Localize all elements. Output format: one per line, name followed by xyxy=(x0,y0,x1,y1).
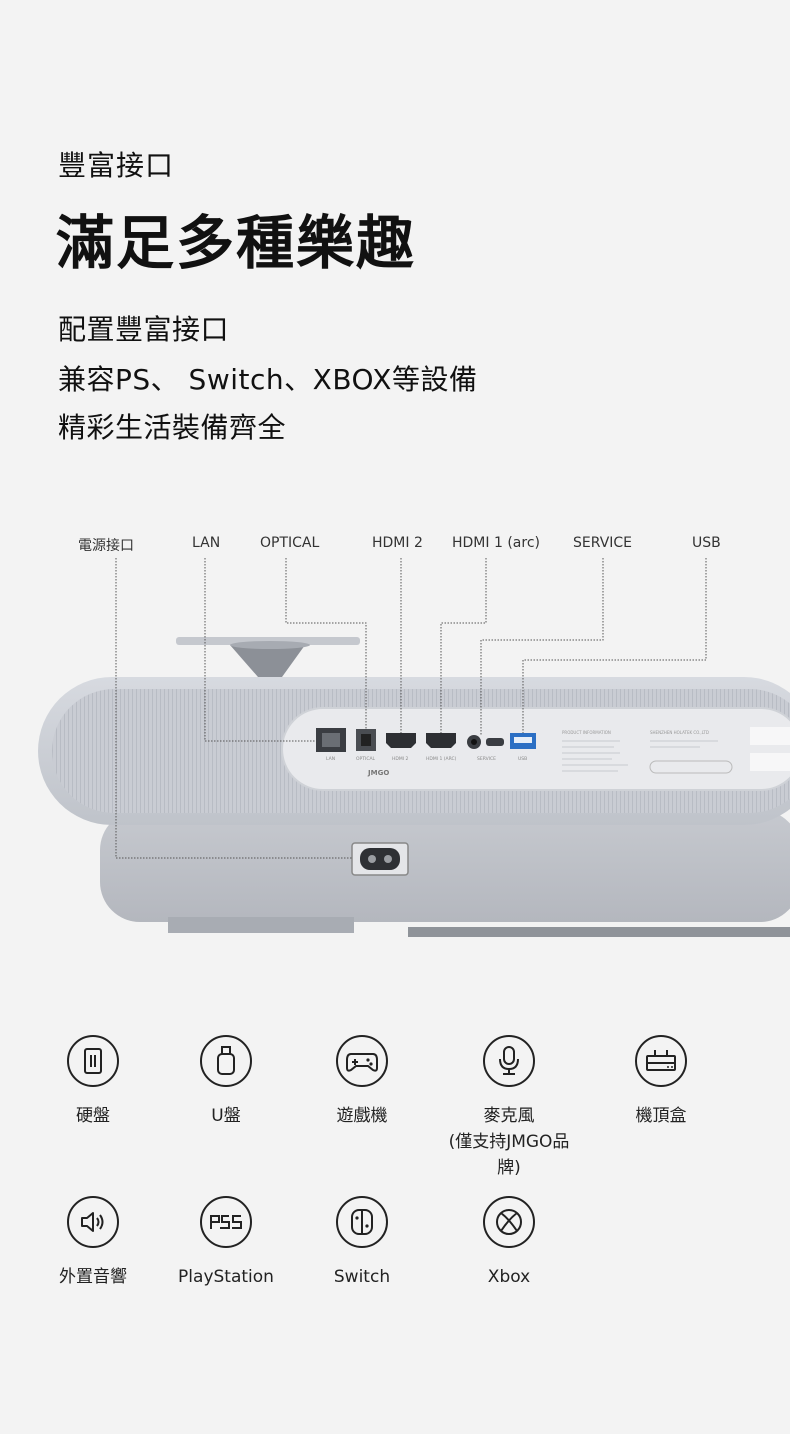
feature-set-top-box: 機頂盒 xyxy=(596,1035,726,1129)
panel-caption-hdmi1: HDMI 1 (ARC) xyxy=(426,756,457,762)
gamepad-icon xyxy=(336,1035,388,1087)
panel-company: SHENZHEN HOLATEK CO.,LTD xyxy=(650,730,709,735)
port-label-service: SERVICE xyxy=(573,535,633,551)
projector-lower-body xyxy=(100,810,790,937)
port-label-hdmi2: HDMI 2 xyxy=(372,535,423,551)
xbox-icon xyxy=(483,1196,535,1248)
info-label-lines xyxy=(562,740,718,772)
panel-caption-lan: LAN xyxy=(326,756,335,762)
feature-hard-drive: 硬盤 xyxy=(28,1035,158,1129)
feature-label: 遊戲機 xyxy=(336,1106,388,1126)
panel-caption-service: SERVICE xyxy=(477,756,496,762)
projector-diagram: LAN OPTICAL HDMI 2 HDMI 1 (ARC) SERVICE … xyxy=(38,558,790,937)
port-label-lan: LAN xyxy=(192,535,221,551)
projector-main-body xyxy=(38,677,790,825)
feature-label: 硬盤 xyxy=(76,1106,110,1126)
page-title: 滿足多種樂趣 xyxy=(56,209,417,277)
port-label-usb: USB xyxy=(692,535,721,551)
description-line-1: 配置豐富接口 xyxy=(58,313,230,346)
projector-stand xyxy=(176,637,360,677)
port-label-hdmi1: HDMI 1 (arc) xyxy=(452,535,540,551)
usb-drive-icon xyxy=(200,1035,252,1087)
playstation-icon xyxy=(200,1196,252,1248)
feature-label: Switch xyxy=(333,1267,391,1287)
feature-label: 機頂盒 xyxy=(635,1106,687,1126)
feature-microphone: 麥克風 (僅支持JMGO品牌) xyxy=(444,1035,574,1181)
feature-label: U盤 xyxy=(211,1106,241,1126)
description-line-3: 精彩生活裝備齊全 xyxy=(58,411,287,444)
port-label-optical: OPTICAL xyxy=(260,535,320,551)
panel-info-title: PRODUCT INFORMATION xyxy=(562,730,611,735)
speaker-icon xyxy=(67,1196,119,1248)
panel-caption-usb: USB xyxy=(518,756,527,762)
feature-label: PlayStation xyxy=(178,1267,274,1287)
panel-caption-hdmi2: HDMI 2 xyxy=(392,756,408,762)
port-row xyxy=(316,728,536,752)
power-socket xyxy=(351,842,409,876)
switch-icon xyxy=(336,1196,388,1248)
leader-lines xyxy=(115,558,707,859)
feature-switch: Switch xyxy=(297,1196,427,1290)
feature-game-console: 遊戲機 xyxy=(297,1035,427,1129)
feature-external-speaker: 外置音響 xyxy=(28,1196,158,1290)
hdmi1-port xyxy=(426,733,456,748)
hard-drive-icon xyxy=(67,1035,119,1087)
feature-label: Xbox xyxy=(487,1267,531,1287)
feature-label: 麥克風 xyxy=(483,1106,535,1126)
panel-caption-optical: OPTICAL xyxy=(356,756,376,762)
panel-brand: JMGO xyxy=(367,769,389,777)
set-top-box-icon xyxy=(635,1035,687,1087)
feature-label: 外置音響 xyxy=(59,1267,127,1287)
subtitle: 豐富接口 xyxy=(58,149,175,182)
description-line-2: 兼容PS、 Switch、XBOX等設備 xyxy=(58,363,478,396)
feature-playstation: PlayStation xyxy=(161,1196,291,1290)
feature-usb-drive: U盤 xyxy=(161,1035,291,1129)
feature-xbox: Xbox xyxy=(444,1196,574,1290)
microphone-icon xyxy=(483,1035,535,1087)
hdmi2-port xyxy=(386,733,416,748)
service-port-micro xyxy=(486,738,504,746)
port-label-power: 電源接口 xyxy=(78,538,134,554)
feature-note: (僅支持JMGO品牌) xyxy=(448,1132,570,1178)
